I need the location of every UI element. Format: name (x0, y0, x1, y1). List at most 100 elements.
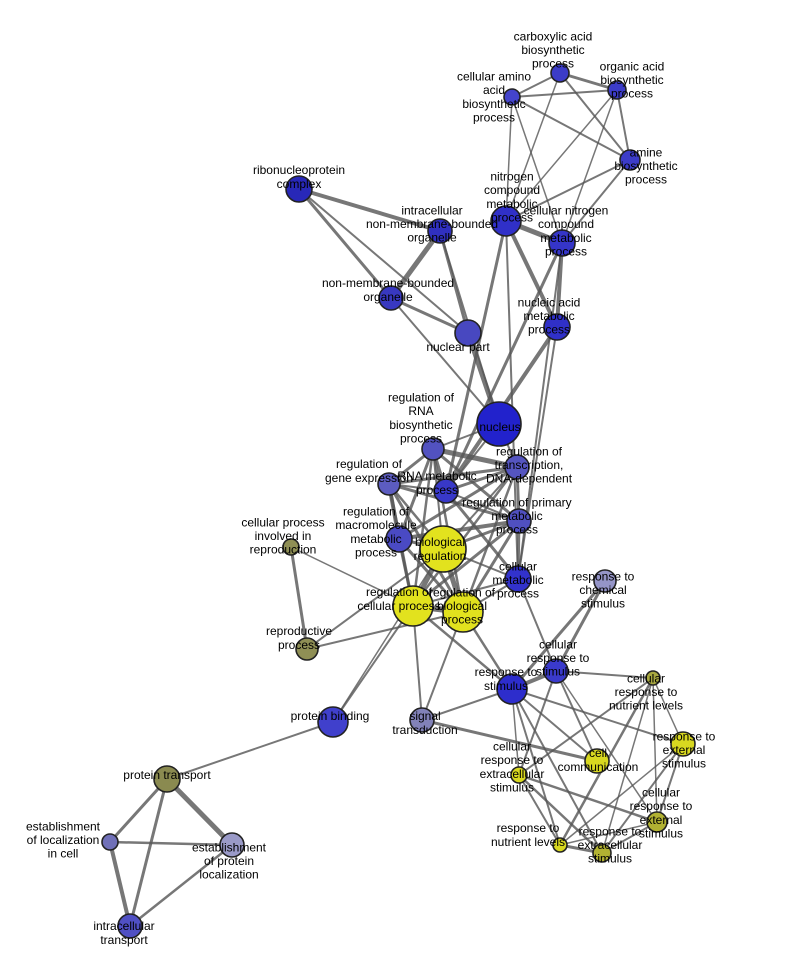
node-regulation_of_primary_metabolic_process[interactable] (506, 508, 532, 534)
edge-signal_transduction--cell_communication[interactable] (420, 718, 599, 763)
edge-response_to_stimulus--signal_transduction[interactable] (421, 688, 513, 721)
edge-organic_acid_biosynthetic_process--cellular_nitrogen_compound_metabolic_process[interactable] (561, 89, 618, 244)
edge-regulation_of_rna_biosynthetic_process--regulation_of_cellular_process[interactable] (411, 447, 435, 608)
node-cellular_response_to_nutrient_levels[interactable] (645, 670, 661, 686)
node-cellular_process_involved_in_reproduction[interactable] (282, 538, 300, 556)
node-reproductive_process[interactable] (295, 637, 319, 661)
edge-ribonucleoprotein_complex--non_membrane_bounded_organelle[interactable] (297, 187, 393, 300)
node-intracellular_non_membrane_bounded_organelle[interactable] (427, 218, 453, 244)
edge-cellular_response_to_extracellular_stimulus--cellular_response_to_external_stimulus[interactable] (517, 773, 659, 824)
edge-regulation_of_rna_biosynthetic_process--regulation_of_primary_metabolic_process[interactable] (431, 447, 521, 523)
node-regulation_of_gene_expression[interactable] (377, 472, 401, 496)
edge-establishment_of_localization_in_cell--establishment_of_protein_localization[interactable] (108, 840, 234, 847)
edge-protein_binding--protein_transport[interactable] (166, 721, 334, 780)
edge-establishment_of_protein_localization--intracellular_transport[interactable] (128, 843, 234, 928)
edge-protein_transport--establishment_of_protein_localization[interactable] (164, 776, 235, 848)
edge-regulation_of_primary_metabolic_process--regulation_of_cellular_process[interactable] (411, 519, 521, 608)
edge-response_to_external_stimulus--cellular_response_to_external_stimulus[interactable] (656, 743, 684, 823)
edge-cellular_amino_acid_biosynthetic_process--nitrogen_compound_metabolic_process[interactable] (505, 96, 513, 222)
node-signal_transduction[interactable] (409, 707, 435, 733)
node-nitrogen_compound_metabolic_process[interactable] (490, 205, 522, 237)
edge-regulation_of_transcription_dna_dependent--regulation_of_gene_expression[interactable] (387, 465, 519, 486)
edge-rna_metabolic_process--regulation_of_primary_metabolic_process[interactable] (445, 490, 520, 522)
edge-response_to_nutrient_levels--cellular_response_to_extracellular_stimulus[interactable] (518, 774, 561, 846)
node-establishment_of_protein_localization[interactable] (219, 832, 245, 858)
edge-reproductive_process--regulation_of_biological_process[interactable] (306, 611, 464, 650)
edge-protein_binding--biological_regulation[interactable] (332, 548, 444, 723)
node-nucleus[interactable] (476, 401, 522, 447)
node-carboxylic_acid_biosynthetic_process[interactable] (550, 63, 570, 83)
edge-regulation_of_rna_biosynthetic_process--regulation_of_macromolecule_metabolic_process[interactable] (397, 447, 435, 541)
edge-organic_acid_biosynthetic_process--amine_biosynthetic_process[interactable] (616, 89, 631, 161)
edge-ribonucleoprotein_complex--intracellular_non_membrane_bounded_organelle[interactable] (297, 187, 442, 233)
edge-amine_biosynthetic_process--nitrogen_compound_metabolic_process[interactable] (505, 159, 631, 222)
node-cellular_amino_acid_biosynthetic_process[interactable] (503, 88, 521, 106)
edge-establishment_of_localization_in_cell--intracellular_transport[interactable] (108, 840, 132, 928)
edge-cellular_response_to_stimulus--cell_communication[interactable] (555, 670, 598, 762)
node-cellular_response_to_stimulus[interactable] (543, 658, 569, 684)
edge-cellular_metabolic_process--cellular_response_to_stimulus[interactable] (517, 578, 557, 672)
node-nucleic_acid_metabolic_process[interactable] (543, 313, 571, 341)
edge-cellular_response_to_nutrient_levels--response_to_extracellular_stimulus[interactable] (601, 677, 654, 854)
node-cell_communication[interactable] (584, 748, 610, 774)
edge-regulation_of_rna_biosynthetic_process--regulation_of_transcription_dna_dependent[interactable] (430, 446, 520, 470)
edge-regulation_of_cellular_process--response_to_stimulus[interactable] (411, 604, 514, 691)
node-intracellular_transport[interactable] (117, 913, 143, 939)
edge-cellular_response_to_stimulus--response_to_chemical_stimulus[interactable] (554, 579, 607, 673)
edge-protein_transport--intracellular_transport[interactable] (128, 777, 169, 928)
edge-response_to_external_stimulus--response_to_extracellular_stimulus[interactable] (601, 743, 684, 854)
edge-cellular_amino_acid_biosynthetic_process--amine_biosynthetic_process[interactable] (511, 96, 631, 161)
node-non_membrane_bounded_organelle[interactable] (378, 285, 404, 311)
edge-response_to_stimulus--cell_communication[interactable] (511, 688, 598, 762)
node-cellular_response_to_extracellular_stimulus[interactable] (510, 766, 528, 784)
node-regulation_of_biological_process[interactable] (442, 591, 484, 633)
edge-regulation_of_transcription_dna_dependent--regulation_of_biological_process[interactable] (461, 465, 519, 614)
edge-ribonucleoprotein_complex--nuclear_part[interactable] (298, 188, 469, 334)
node-protein_binding[interactable] (317, 706, 349, 738)
node-response_to_chemical_stimulus[interactable] (593, 569, 617, 593)
edge-regulation_of_primary_metabolic_process--regulation_of_macromolecule_metabolic_process[interactable] (397, 519, 521, 541)
edge-carboxylic_acid_biosynthetic_process--organic_acid_biosynthetic_process[interactable] (558, 71, 619, 92)
node-biological_regulation[interactable] (419, 525, 467, 573)
node-amine_biosynthetic_process[interactable] (619, 149, 641, 171)
node-regulation_of_cellular_process[interactable] (392, 585, 434, 627)
node-response_to_nutrient_levels[interactable] (552, 837, 568, 853)
edge-non_membrane_bounded_organelle--nucleus[interactable] (390, 297, 500, 425)
edge-cellular_nitrogen_compound_metabolic_process--rna_metabolic_process[interactable] (444, 241, 564, 493)
edge-amine_biosynthetic_process--cellular_nitrogen_compound_metabolic_process[interactable] (561, 159, 631, 244)
node-regulation_of_transcription_dna_dependent[interactable] (504, 454, 530, 480)
edge-response_to_extracellular_stimulus--cellular_response_to_extracellular_stimulus[interactable] (517, 773, 604, 855)
node-response_to_extracellular_stimulus[interactable] (592, 843, 612, 863)
edge-non_membrane_bounded_organelle--nuclear_part[interactable] (389, 296, 470, 335)
edge-cellular_response_to_nutrient_levels--cellular_response_to_extracellular_stimulus[interactable] (518, 677, 654, 776)
node-regulation_of_macromolecule_metabolic_process[interactable] (385, 525, 413, 553)
edge-response_to_external_stimulus--response_to_nutrient_levels[interactable] (559, 743, 684, 846)
node-rna_metabolic_process[interactable] (433, 478, 459, 504)
node-organic_acid_biosynthetic_process[interactable] (607, 80, 627, 100)
edge-response_to_nutrient_levels--cellular_response_to_external_stimulus[interactable] (559, 821, 658, 846)
node-response_to_stimulus[interactable] (496, 673, 528, 705)
edge-organic_acid_biosynthetic_process--nitrogen_compound_metabolic_process[interactable] (505, 89, 618, 222)
edge-carboxylic_acid_biosynthetic_process--nitrogen_compound_metabolic_process[interactable] (505, 72, 561, 222)
node-establishment_of_localization_in_cell[interactable] (101, 833, 119, 851)
edge-cellular_amino_acid_biosynthetic_process--cellular_nitrogen_compound_metabolic_process[interactable] (511, 96, 563, 244)
node-cellular_metabolic_process[interactable] (504, 565, 532, 593)
node-cellular_nitrogen_compound_metabolic_process[interactable] (548, 229, 576, 257)
edge-regulation_of_transcription_dna_dependent--regulation_of_cellular_process[interactable] (411, 465, 519, 608)
edge-organic_acid_biosynthetic_process--cellular_amino_acid_biosynthetic_process[interactable] (511, 89, 618, 98)
edge-cellular_process_involved_in_reproduction--reproductive_process[interactable] (289, 545, 309, 651)
edge-intracellular_non_membrane_bounded_organelle--non_membrane_bounded_organelle[interactable] (388, 228, 443, 301)
node-cellular_response_to_external_stimulus[interactable] (646, 811, 668, 833)
edge-nucleic_acid_metabolic_process--cellular_metabolic_process[interactable] (517, 326, 558, 580)
edge-nitrogen_compound_metabolic_process--rna_metabolic_process[interactable] (444, 219, 508, 493)
edge-response_to_stimulus--response_to_chemical_stimulus[interactable] (510, 579, 607, 691)
edge-reproductive_process--biological_regulation[interactable] (306, 548, 444, 650)
node-ribonucleoprotein_complex[interactable] (285, 175, 313, 203)
node-protein_transport[interactable] (153, 765, 181, 793)
edge-protein_binding--regulation_of_cellular_process[interactable] (332, 605, 414, 723)
edge-response_to_stimulus--response_to_nutrient_levels[interactable] (511, 688, 561, 846)
node-response_to_external_stimulus[interactable] (670, 731, 696, 757)
edge-protein_transport--establishment_of_localization_in_cell[interactable] (108, 777, 169, 844)
edge-cellular_process_involved_in_reproduction--regulation_of_cellular_process[interactable] (290, 546, 414, 607)
node-nuclear_part[interactable] (454, 319, 482, 347)
